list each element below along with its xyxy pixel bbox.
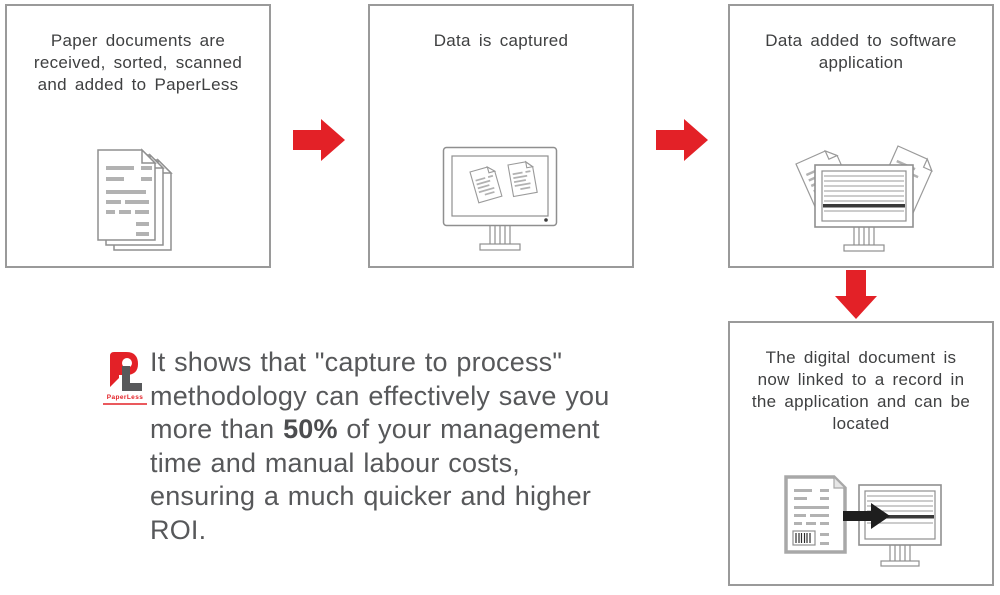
- flow-box-paper-received: Paper documents are received, sorted, sc…: [5, 4, 271, 268]
- summary-text-after: of your management time and manual labou…: [150, 414, 600, 545]
- summary-text-before: It shows that "capture to process" metho…: [150, 347, 610, 444]
- monitor-with-documents-icon: [442, 146, 560, 254]
- box-caption: The digital document is now linked to a …: [751, 348, 971, 433]
- paperless-logo-mark: [110, 352, 142, 391]
- stacked-documents-icon: [97, 146, 185, 254]
- paperless-logo-rule: [103, 403, 147, 405]
- box-caption: Paper documents are received, sorted, sc…: [33, 31, 243, 94]
- summary-highlight-50pct: 50%: [283, 414, 338, 444]
- flow-box-data-added: Data added to software application: [728, 4, 994, 268]
- red-arrow-right-icon: [656, 118, 708, 162]
- box-caption: Data is captured: [433, 31, 569, 50]
- black-link-arrow: [843, 503, 890, 529]
- box-caption: Data added to software application: [765, 31, 957, 72]
- red-arrow-right-icon: [293, 118, 345, 162]
- monitor-with-papers-icon: [782, 142, 944, 268]
- red-arrow-down-icon: [835, 270, 877, 319]
- document-to-monitor-icon: [784, 475, 948, 573]
- summary-text: It shows that "capture to process" metho…: [150, 346, 625, 547]
- flow-box-document-linked: The digital document is now linked to a …: [728, 321, 994, 586]
- paperless-logo: PaperLess: [103, 351, 147, 405]
- flow-box-data-captured: Data is captured: [368, 4, 634, 268]
- paperless-logo-text: PaperLess: [106, 394, 144, 401]
